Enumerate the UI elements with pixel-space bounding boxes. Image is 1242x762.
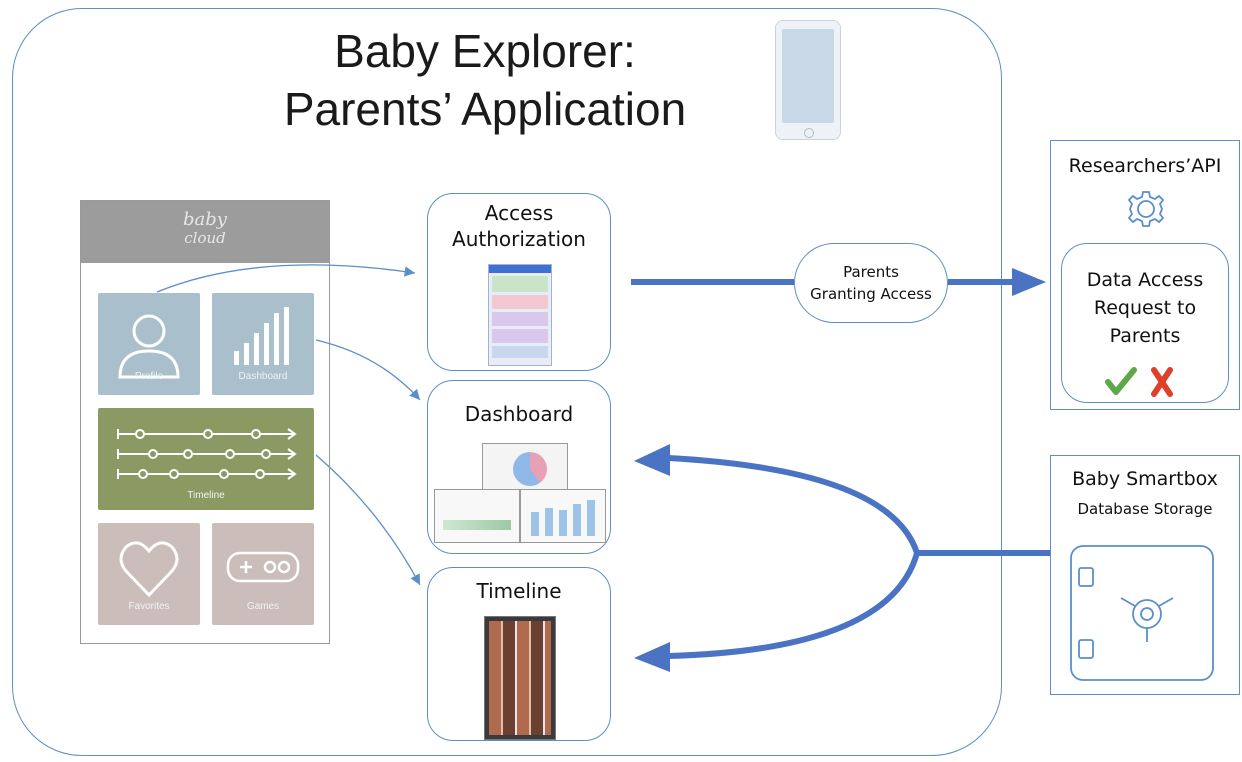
profile-tile[interactable]: Profile [98,293,200,395]
heart-icon [119,541,179,598]
safe-icon [1070,545,1214,681]
dashboard-label: Dashboard [238,371,288,382]
app-header: baby cloud [81,201,329,263]
access-line-2: Authorization [452,227,586,251]
request-line-2: Request to [1093,297,1197,319]
check-icon [1105,367,1137,395]
bar-chart-icon [234,307,289,365]
profile-label: Profile [134,371,164,382]
parents-application-frame [12,8,1002,756]
dashboard-tile[interactable]: Dashboard [212,293,314,395]
timeline-arrowhead [634,642,670,672]
researchers-api-title: Researchers’API [1068,155,1222,177]
granting-line-1: Parents [843,263,899,281]
dashboard-node-label: Dashboard [464,402,574,426]
logo-cloud: cloud [184,229,226,247]
access-line-1: Access [484,201,554,225]
feed-to-dashboard-curve [667,455,920,554]
title-line-2: Parents’ Application [283,83,687,135]
granting-line-2: Granting Access [810,285,932,303]
request-line-1: Data Access [1086,269,1204,291]
timeline-node: Timeline [427,567,611,741]
smartbox-subtitle: Database Storage [1077,500,1213,518]
researchers-arrowhead [1012,268,1046,296]
logo-baby: baby [183,209,227,230]
parents-granting-access-node: Parents Granting Access [794,243,948,323]
timeline-tile[interactable]: Timeline [98,408,314,510]
timeline-icon [117,428,297,480]
cross-icon [1151,367,1173,397]
feed-to-timeline-curve [667,552,920,659]
timeline-screenshot [484,616,556,740]
dashboard-node: Dashboard [427,380,611,554]
data-access-request-node: Data Access Request to Parents [1061,243,1229,403]
title-line-1: Baby Explorer: [334,25,636,77]
profile-to-access-arrow [156,264,416,293]
access-authorization-node: Access Authorization [427,193,611,371]
timeline-node-label: Timeline [476,579,562,603]
baby-smartbox-box: Baby Smartbox Database Storage [1050,455,1240,695]
access-screenshot [488,264,552,366]
phone-app-mockup: baby cloud Profile Dashboard [80,200,330,644]
diagram-title: Baby Explorer: Parents’ Application [200,22,770,138]
person-icon [118,314,180,379]
games-tile[interactable]: Games [212,523,314,625]
timeline-label: Timeline [187,490,225,501]
timeline-to-timeline-arrow [315,454,421,586]
dashboard-screenshot [434,443,606,545]
dashboard-to-dashboard-arrow [315,339,421,401]
request-line-3: Parents [1109,325,1181,347]
dashboard-arrowhead [634,444,670,476]
favorites-label: Favorites [128,601,170,612]
approve-deny-icons [1105,367,1173,397]
games-label: Games [246,601,280,612]
gamepad-icon [226,551,300,583]
gear-icon [1127,191,1165,227]
researchers-api-box: Researchers’API Data Access Request to P… [1050,140,1240,410]
smartbox-title: Baby Smartbox [1072,468,1218,490]
tablet-icon [775,20,841,140]
favorites-tile[interactable]: Favorites [98,523,200,625]
